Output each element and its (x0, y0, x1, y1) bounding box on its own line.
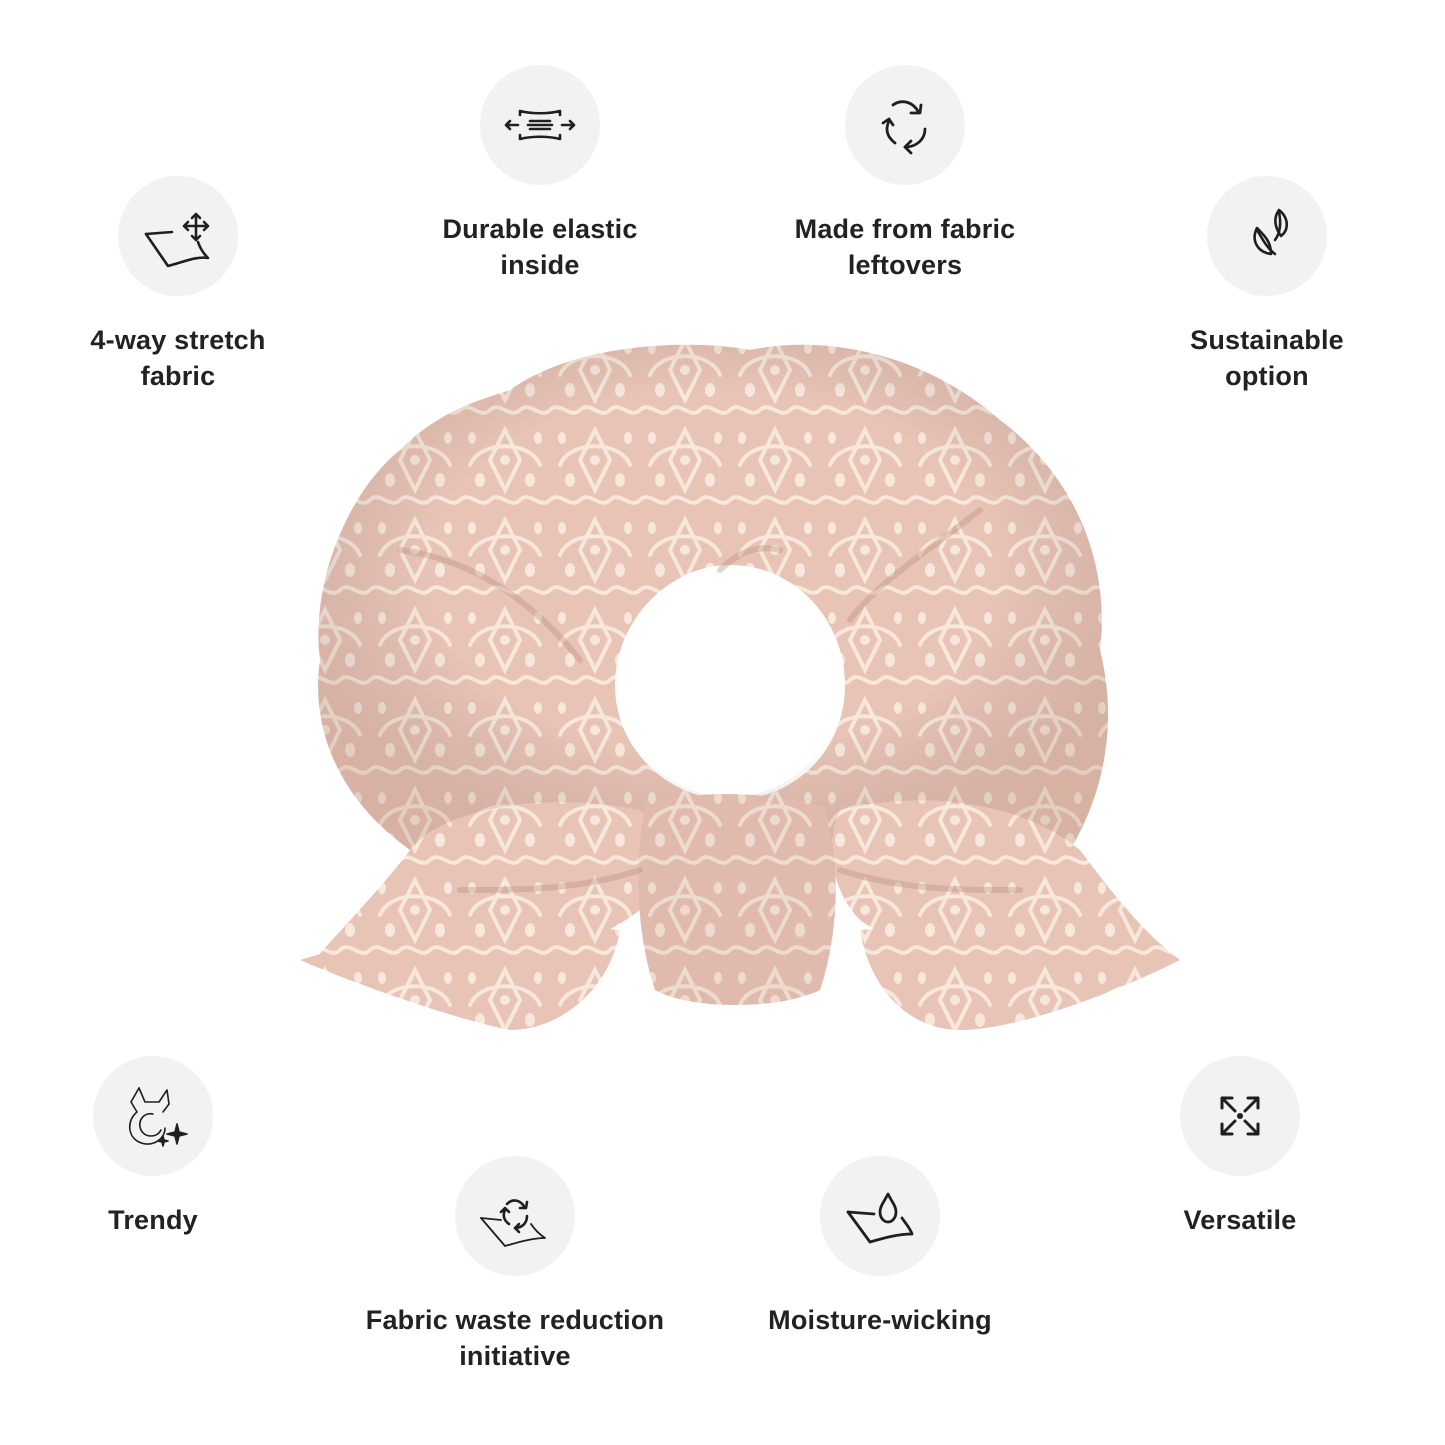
stretch-fabric-icon (118, 176, 238, 296)
feature-label: Made from fabric leftovers (794, 214, 1016, 280)
elastic-icon (480, 65, 600, 185)
feature-fabric-leftovers: Made from fabric leftovers (765, 65, 1045, 283)
scrunchie-product-image (280, 330, 1180, 1090)
feature-sustainable: Sustainable option (1147, 176, 1387, 394)
feature-label: Durable elastic inside (442, 214, 638, 280)
versatile-icon (1180, 1056, 1300, 1176)
feature-label: Trendy (108, 1205, 198, 1235)
feature-label: Fabric waste reduction initiative (365, 1305, 665, 1371)
feature-fabric-waste-reduction: Fabric waste reduction initiative (335, 1156, 695, 1374)
feature-4-way-stretch: 4-way stretch fabric (58, 176, 298, 394)
feature-label: Sustainable option (1190, 325, 1344, 391)
fabric-recycle-icon (455, 1156, 575, 1276)
feature-versatile: Versatile (1120, 1056, 1360, 1238)
feature-durable-elastic: Durable elastic inside (420, 65, 660, 283)
leaves-icon (1207, 176, 1327, 296)
feature-label: 4-way stretch fabric (90, 325, 266, 391)
feature-moisture-wicking: Moisture-wicking (740, 1156, 1020, 1338)
feature-trendy: Trendy (33, 1056, 273, 1238)
feature-label: Versatile (1183, 1205, 1297, 1235)
feature-label: Moisture-wicking (768, 1305, 992, 1335)
trendy-icon (93, 1056, 213, 1176)
recycle-icon (845, 65, 965, 185)
moisture-icon (820, 1156, 940, 1276)
